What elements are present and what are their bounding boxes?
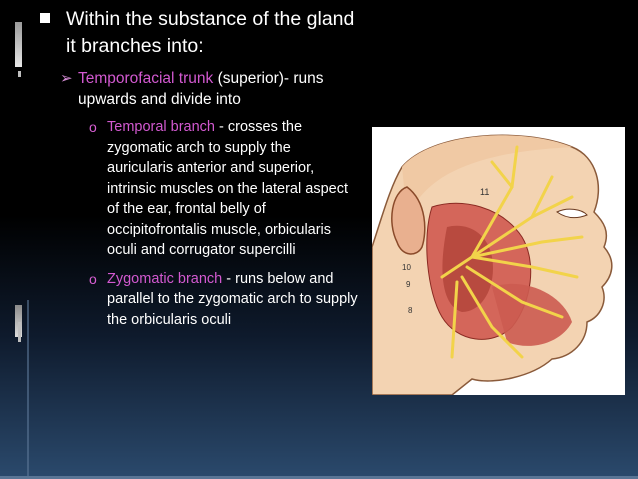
arrow-bullet-icon: ➢ [60,70,73,87]
face-anatomy-image: 11 10 9 8 [372,127,625,395]
slide-body: Within the substance of the gland it bra… [40,6,360,330]
sub-bullet: ➢ Temporofacial trunk (superior)- runs u… [60,68,360,110]
circle-bullet-icon: o [89,270,97,287]
scalp-shape [402,135,572,217]
square-bullet-icon [40,13,50,23]
side-decoration [0,0,30,479]
branch-item: o Zygomatic branch - runs below and para… [89,269,360,331]
branch-text: - runs below and parallel to the zygomat… [107,270,358,328]
decor-line [0,476,638,479]
sub-bullet-text: (superior)- runs upwards and divide into [78,70,324,108]
figure-label: 11 [480,187,489,197]
ear-shape [391,186,426,255]
decor-bar [18,71,21,77]
decor-line [27,300,29,479]
branch-item: o Temporal branch - crosses the zygomati… [89,117,360,261]
branch-name: Temporal branch [107,119,215,135]
decor-bar [15,305,22,337]
masseter-shape [492,283,572,346]
figure-label: 10 [402,263,411,272]
figure-label: 8 [408,306,413,315]
decor-bar [15,22,22,67]
eye-shape [556,208,588,219]
facial-nerve-illustration: 11 10 9 8 [372,127,625,395]
decor-bar [18,322,21,342]
main-bullet: Within the substance of the gland it bra… [40,6,360,60]
figure-label: 9 [406,280,411,289]
nerve-branches [440,145,584,359]
branch-text: - crosses the zygomatic arch to supply t… [107,119,348,258]
branch-name: Zygomatic branch [107,270,223,287]
sub-bullet-title: Temporofacial trunk [78,70,214,87]
main-bullet-text: Within the substance of the gland it bra… [66,8,355,57]
circle-bullet-icon: o [89,119,97,135]
